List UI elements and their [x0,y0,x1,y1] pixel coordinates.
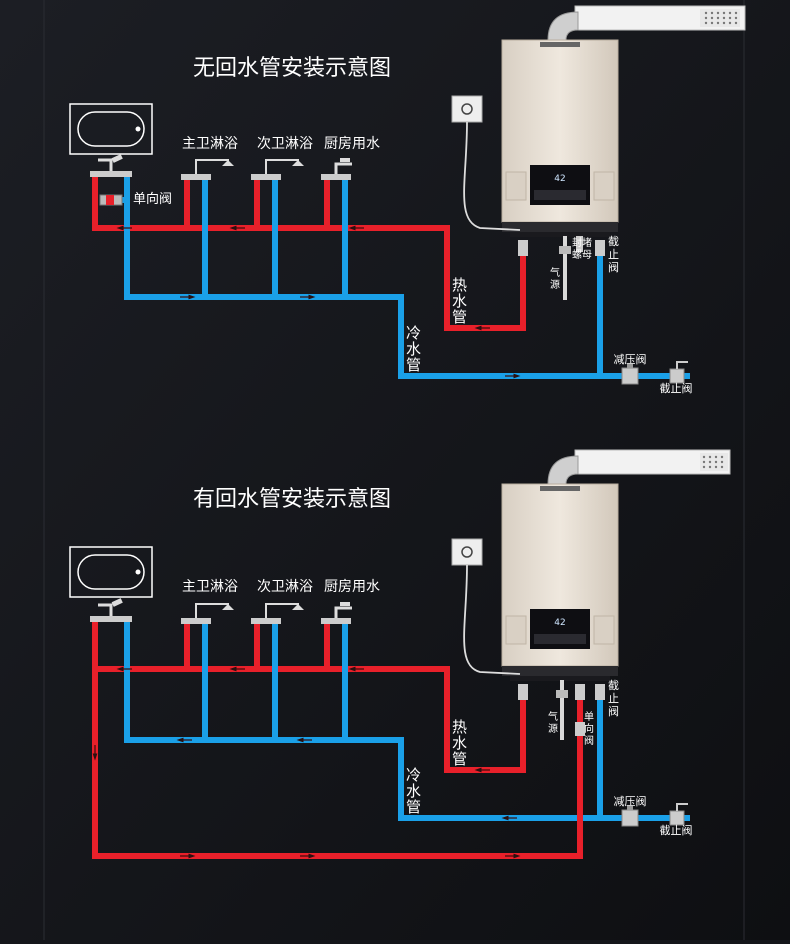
gas-pipe [556,680,568,740]
inlet-shutoff-valve-icon [669,803,688,826]
svg-text:封堵: 封堵 [572,236,592,249]
gas-source-label: 气 源 [548,710,558,735]
diagram-with-return: 有回水管安装示意图 42 [69,449,731,859]
flue-pipe [547,5,746,41]
master-bath-faucet-icon [181,603,234,624]
bathtub-faucet-icon [90,598,132,622]
kitchen-label: 厨房用水 [324,579,380,595]
pressure-valve-label: 减压阀 [614,352,647,366]
return-check-valve-label: 单 向 阀 [584,711,594,747]
heater-shutoff-valve-icon [518,240,605,256]
bathtub-icon [69,103,153,155]
svg-text:热: 热 [452,718,467,736]
master-bath-label: 主卫淋浴 [182,579,238,595]
svg-text:水: 水 [406,782,421,800]
water-heater-unit: 42 [501,39,619,237]
display-temperature: 42 [554,618,565,628]
seal-nut-icon [576,236,583,252]
gas-source-label: 气 源 [550,266,560,291]
flue-pipe [547,449,731,485]
display-temperature: 42 [554,174,565,184]
svg-text:截: 截 [608,234,619,248]
flow-arrows [92,666,521,859]
hot-water-pipes [92,622,583,859]
heater-shutoff-valve-icon [518,684,605,700]
power-outlet-icon [451,538,521,675]
cold-pipe-label: 冷 水 管 [406,766,421,816]
heater-shutoff-valve-label: 截 止 阀 [608,678,619,718]
svg-text:管: 管 [452,750,467,768]
svg-text:阀: 阀 [608,704,619,718]
pressure-reducing-valve-icon [621,364,639,385]
second-bath-faucet-icon [251,159,304,180]
second-bath-label: 次卫淋浴 [257,579,313,595]
svg-text:源: 源 [550,278,560,291]
cold-pipe-label: 冷 水 管 [406,324,421,374]
svg-text:气: 气 [550,266,560,279]
hot-pipe-label: 热 水 管 [452,718,467,768]
inlet-shutoff-valve-icon [669,361,688,384]
heater-shutoff-valve-label: 截 止 阀 [608,234,619,274]
pressure-valve-label: 减压阀 [614,794,647,808]
svg-text:管: 管 [406,356,421,374]
kitchen-faucet-icon [321,158,352,180]
second-bath-faucet-icon [251,603,304,624]
svg-text:止: 止 [608,248,619,261]
check-valve-label: 单向阀 [133,191,172,207]
svg-text:水: 水 [452,734,467,752]
second-bath-label: 次卫淋浴 [257,136,313,152]
svg-text:水: 水 [406,340,421,358]
brand-logo [540,42,580,47]
svg-text:阀: 阀 [584,734,594,747]
svg-text:管: 管 [452,308,467,326]
svg-text:止: 止 [608,692,619,705]
water-heater-unit: 42 [501,483,619,681]
svg-text:热: 热 [452,276,467,294]
bathtub-faucet-icon [90,154,132,177]
svg-text:阀: 阀 [608,260,619,274]
brand-logo [540,486,580,491]
svg-text:冷: 冷 [406,766,421,784]
seal-nut-label: 封堵 螺母 [572,236,592,261]
master-bath-label: 主卫淋浴 [182,136,238,152]
hot-pipe-label: 热 水 管 [452,276,467,326]
svg-text:水: 水 [452,292,467,310]
inlet-shutoff-valve-label: 截止阀 [660,381,693,395]
svg-text:气: 气 [548,710,558,723]
svg-text:向: 向 [584,722,594,735]
master-bath-faucet-icon [181,159,234,180]
svg-text:螺母: 螺母 [572,249,592,261]
diagram-title: 无回水管安装示意图 [193,56,391,81]
cold-water-pipes [108,176,690,379]
check-valve-icon [99,194,123,206]
svg-text:截: 截 [608,678,619,692]
svg-text:源: 源 [548,722,558,735]
bathtub-icon [69,546,153,598]
flow-arrows [116,225,521,379]
pressure-reducing-valve-icon [621,806,639,827]
kitchen-label: 厨房用水 [324,136,380,152]
kitchen-faucet-icon [321,602,352,624]
gas-pipe [559,236,571,300]
cold-water-pipes [124,622,690,821]
return-check-valve-icon [575,722,585,736]
svg-text:冷: 冷 [406,324,421,342]
svg-text:单: 单 [584,711,594,723]
diagram-no-return: 无回水管安装示意图 42 [69,5,746,395]
hot-water-pipes [92,176,526,331]
svg-text:管: 管 [406,798,421,816]
diagram-title: 有回水管安装示意图 [193,487,391,512]
inlet-shutoff-valve-label: 截止阀 [660,823,693,837]
power-outlet-icon [451,95,521,231]
